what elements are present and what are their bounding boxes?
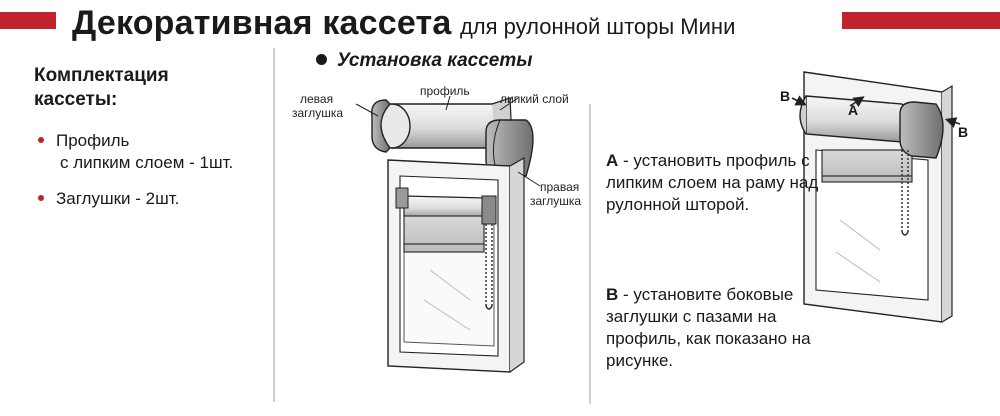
page-title-sub: для рулонной шторы Мини: [459, 14, 736, 39]
label-right-cap-1: правая: [540, 180, 580, 194]
marker-b-right: B: [958, 124, 969, 140]
header-accent-right: [842, 12, 1000, 29]
kit-item-caps: Заглушки - 2шт.: [38, 188, 179, 210]
step-b-text: - установите боковые заглушки с пазами н…: [606, 285, 811, 370]
label-profile: профиль: [420, 84, 470, 98]
install-title: Установка кассеты: [316, 50, 532, 72]
kit-item-profile-line1: Профиль: [56, 131, 130, 150]
install-title-text: Установка кассеты: [337, 50, 533, 71]
label-right-cap-2: заглушка: [530, 194, 582, 208]
divider-left: [273, 48, 275, 402]
kit-item-caps-line1: Заглушки - 2шт.: [56, 189, 180, 208]
bullet-dot: [38, 136, 44, 143]
step-b-description: B - установите боковые заглушки с пазами…: [606, 284, 836, 372]
marker-a: A: [848, 102, 859, 118]
label-left-cap-2: заглушка: [292, 106, 344, 120]
install-bullet-icon: [316, 54, 327, 65]
bullet-dot: [38, 194, 44, 201]
divider-right: [589, 104, 591, 404]
step-a-description: A - установить профиль с липким слоем на…: [606, 150, 836, 216]
exploded-cassette: [355, 95, 541, 373]
page-title: Декоративная кассета для рулонной шторы …: [72, 4, 735, 43]
step-a-letter: A: [606, 151, 619, 170]
installed-cassette: [791, 71, 961, 323]
page-title-main: Декоративная кассета: [72, 4, 452, 42]
step-b-letter: B: [606, 285, 619, 304]
label-left-cap-1: левая: [300, 92, 334, 106]
header-accent-left: [0, 12, 56, 29]
label-sticky-layer: липкий слой: [500, 92, 569, 106]
marker-b-left: B: [780, 88, 791, 104]
kit-title: Комплектация кассеты:: [34, 65, 169, 110]
kit-item-profile: Профиль с липким слоем - 1шт.: [38, 130, 233, 174]
step-a-text: - установить профиль с липким слоем на р…: [606, 151, 819, 214]
kit-item-profile-line2: с липким слоем - 1шт.: [60, 153, 234, 172]
